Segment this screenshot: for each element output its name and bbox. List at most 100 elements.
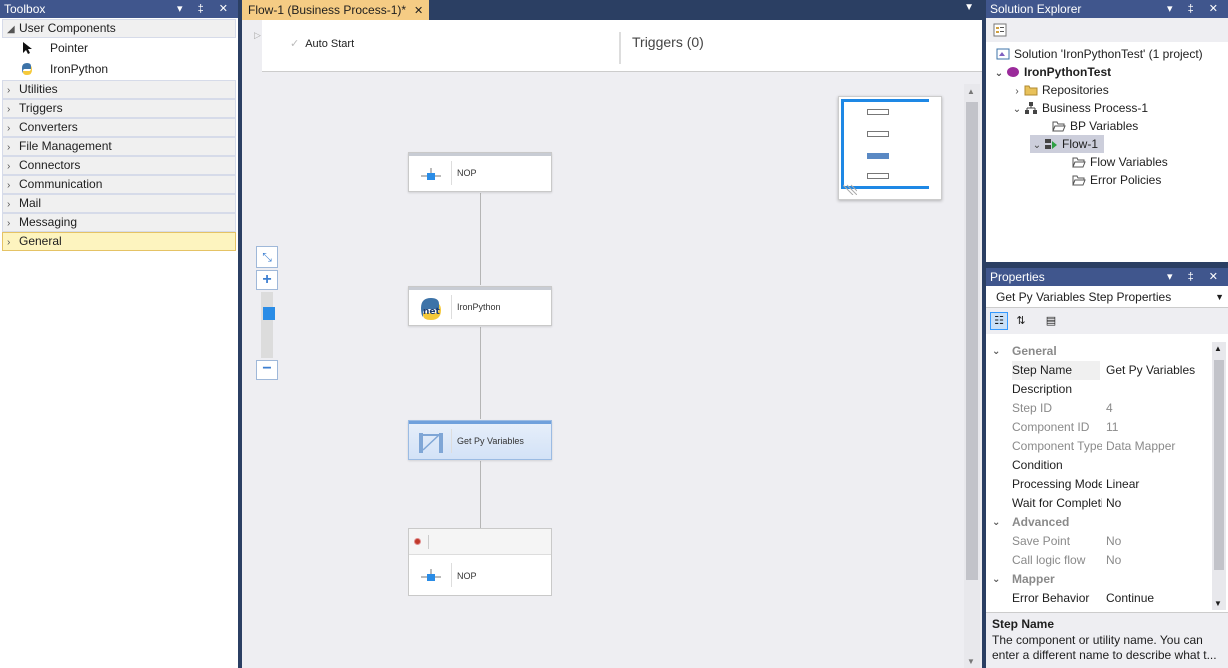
toolbox-window-controls[interactable]: ▾ ‡ ✕ <box>177 3 234 15</box>
property-category-general[interactable]: ⌄General <box>986 342 1228 361</box>
tree-node-flow-variables[interactable]: Flow Variables <box>1072 153 1168 171</box>
property-value[interactable]: Linear <box>1106 477 1140 491</box>
chevron-down-icon[interactable]: ⌄ <box>1032 140 1042 151</box>
alphabetical-view-button[interactable]: ⇅ <box>1012 312 1030 330</box>
toolbox-category-connectors[interactable]: ›Connectors <box>2 156 236 175</box>
toolbox-category-messaging[interactable]: ›Messaging <box>2 213 236 232</box>
zoom-out-button[interactable]: − <box>256 360 278 380</box>
chevron-right-icon: › <box>7 237 11 248</box>
categorized-view-button[interactable]: ☷ <box>990 312 1008 330</box>
property-value[interactable]: No <box>1106 496 1122 510</box>
property-category-advanced[interactable]: ⌄Advanced <box>986 513 1228 532</box>
flow-step-nop[interactable]: NOP <box>408 152 552 192</box>
toolbox-category-general[interactable]: ›General <box>2 232 236 251</box>
toolbox-item-pointer[interactable]: Pointer <box>0 38 238 59</box>
resize-grip-icon[interactable] <box>843 183 857 195</box>
tab-flow-1[interactable]: Flow-1 (Business Process-1)*✕ <box>242 0 430 20</box>
tree-node-label: BP Variables <box>1070 119 1139 133</box>
sort-az-icon: ⇅ <box>1016 315 1026 327</box>
properties-window-controls[interactable]: ▾ ‡ ✕ <box>1167 271 1224 283</box>
properties-page-icon[interactable] <box>992 22 1008 38</box>
tree-node-bp-variables[interactable]: BP Variables <box>1052 117 1138 135</box>
toolbox-category-file-management[interactable]: ›File Management <box>2 137 236 156</box>
chevron-down-icon[interactable]: ⌄ <box>994 68 1004 79</box>
toolbox-category-communication[interactable]: ›Communication <box>2 175 236 194</box>
solution-explorer-window-controls[interactable]: ▾ ‡ ✕ <box>1167 3 1224 15</box>
property-row-processing-mode[interactable]: Processing Mode Linear <box>986 475 1228 494</box>
toolbox-item-ironpython[interactable]: IronPython <box>0 59 238 80</box>
properties-scrollbar[interactable]: ▲ ▼ <box>1212 342 1226 610</box>
property-name: Processing Mode <box>1012 477 1102 491</box>
property-category-mapper[interactable]: ⌄Mapper <box>986 570 1228 589</box>
tree-node-business-process[interactable]: ⌄ Business Process-1 <box>1010 99 1148 117</box>
open-folder-icon <box>1052 121 1066 132</box>
tree-node-project[interactable]: ⌄IronPythonTest <box>992 63 1111 81</box>
scrollbar-thumb[interactable] <box>1214 360 1224 570</box>
tree-node-error-policies[interactable]: Error Policies <box>1072 171 1161 189</box>
fit-to-screen-icon: ⤡ <box>262 250 272 264</box>
toolbox-category-label: Triggers <box>19 101 63 115</box>
scrollbar-thumb[interactable] <box>966 102 978 580</box>
property-row-wait-for-completion[interactable]: Wait for CompletionNo <box>986 494 1228 513</box>
tree-node-label: Error Policies <box>1090 173 1162 187</box>
toolbox-category-user-components[interactable]: ◢User Components <box>2 19 236 38</box>
flow-step-ironpython[interactable]: net IronPython <box>408 286 552 326</box>
zoom-slider[interactable] <box>261 292 273 358</box>
property-pages-button[interactable]: ▤ <box>1042 312 1060 330</box>
toolbox-category-converters[interactable]: ›Converters <box>2 118 236 137</box>
scroll-down-icon[interactable]: ▼ <box>967 657 975 666</box>
tab-list-dropdown-icon[interactable]: ▼ <box>964 2 974 13</box>
scroll-down-icon[interactable]: ▼ <box>1214 599 1222 608</box>
chevron-down-icon[interactable]: ⌄ <box>992 517 1001 528</box>
tree-node-flow-1[interactable]: ⌄Flow-1 <box>1030 135 1105 153</box>
flow-icon <box>1045 139 1057 149</box>
property-row-condition[interactable]: Condition <box>986 456 1228 475</box>
property-value: Data Mapper <box>1106 439 1176 453</box>
toolbox-category-triggers[interactable]: › Triggers <box>2 99 236 118</box>
flow-end-group[interactable]: NOP <box>408 528 552 596</box>
toolbox-category-mail[interactable]: ›Mail <box>2 194 236 213</box>
zoom-fit-button[interactable]: ⤡ <box>256 246 278 268</box>
zoom-in-button[interactable]: + <box>256 270 278 290</box>
pointer-icon <box>23 42 32 54</box>
hierarchy-icon <box>1025 102 1037 114</box>
toolbox-category-utilities[interactable]: ›Utilities <box>2 80 236 99</box>
property-value[interactable]: Get Py Variables <box>1106 363 1196 377</box>
expand-arrow-icon[interactable]: ▷ <box>254 30 261 40</box>
minimap[interactable] <box>838 96 942 200</box>
chevron-down-icon[interactable]: ⌄ <box>1012 104 1022 115</box>
scroll-up-icon[interactable]: ▲ <box>967 87 975 96</box>
flow-step-get-py-variables[interactable]: Get Py Variables <box>408 420 552 460</box>
chevron-down-icon[interactable]: ⌄ <box>992 346 1001 357</box>
zoom-slider-thumb[interactable] <box>263 306 275 320</box>
property-value[interactable]: Continue <box>1106 591 1155 605</box>
tree-node-label: Business Process-1 <box>1042 101 1149 115</box>
divider <box>451 429 452 453</box>
chevron-down-icon[interactable]: ⌄ <box>992 574 1001 585</box>
minimap-viewport[interactable] <box>841 99 929 189</box>
scroll-up-icon[interactable]: ▲ <box>1214 344 1222 353</box>
chevron-right-icon[interactable]: › <box>1015 86 1019 97</box>
properties-panel: Properties ▾ ‡ ✕ Get Py Variables Step P… <box>986 268 1228 668</box>
property-name: Step ID <box>1012 401 1053 415</box>
tree-node-solution[interactable]: Solution 'IronPythonTest' (1 project) <box>996 45 1203 63</box>
chevron-right-icon: › <box>7 104 11 115</box>
plus-icon: + <box>262 271 272 288</box>
canvas-vertical-scrollbar[interactable]: ▲ ▼ <box>964 84 980 668</box>
close-icon[interactable]: ✕ <box>414 5 424 17</box>
flow-canvas[interactable]: ▷ ✓Auto Start Triggers (0) NOP net IronP… <box>242 20 982 668</box>
property-row-description[interactable]: Description <box>986 380 1228 399</box>
tree-node-repositories[interactable]: ›Repositories <box>1010 81 1108 99</box>
auto-start-toggle[interactable]: ✓Auto Start <box>290 37 354 50</box>
properties-object-selector[interactable]: Get Py Variables Step Properties ▼ <box>986 286 1228 308</box>
stop-icon <box>414 538 421 545</box>
toolbox-category-label: Mail <box>19 196 42 210</box>
